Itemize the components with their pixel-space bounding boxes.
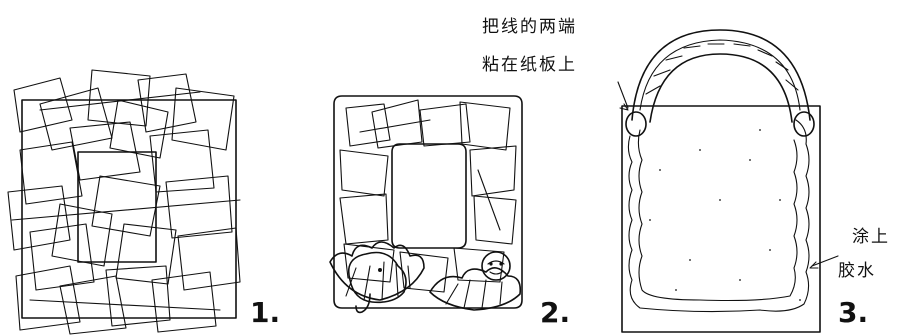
step2-thread-pattern	[339, 99, 517, 293]
step2-elephant	[347, 251, 407, 314]
step3-braided-handle	[625, 29, 815, 137]
step2-flower-left	[329, 241, 425, 301]
step-number-3: 3.	[838, 296, 869, 329]
step-number-1: 1.	[250, 296, 281, 329]
annotation-glue-ends-line1: 把线的两端	[482, 17, 577, 37]
step1-tangled-thread	[7, 69, 241, 335]
step3-leader-lines	[617, 81, 839, 269]
step2-flower-right	[429, 267, 522, 311]
step3-bag-body	[621, 105, 821, 333]
annotation-glue-ends-line2: 粘在纸板上	[482, 55, 577, 75]
step3-glue-dots	[649, 129, 801, 301]
annotation-apply-line2: 胶水	[838, 261, 876, 281]
annotation-apply-line1: 涂上	[852, 227, 890, 247]
step2-frame	[333, 95, 523, 309]
step2-monkey	[481, 251, 511, 281]
step1-frame	[21, 99, 237, 319]
step-number-2: 2.	[540, 296, 571, 329]
